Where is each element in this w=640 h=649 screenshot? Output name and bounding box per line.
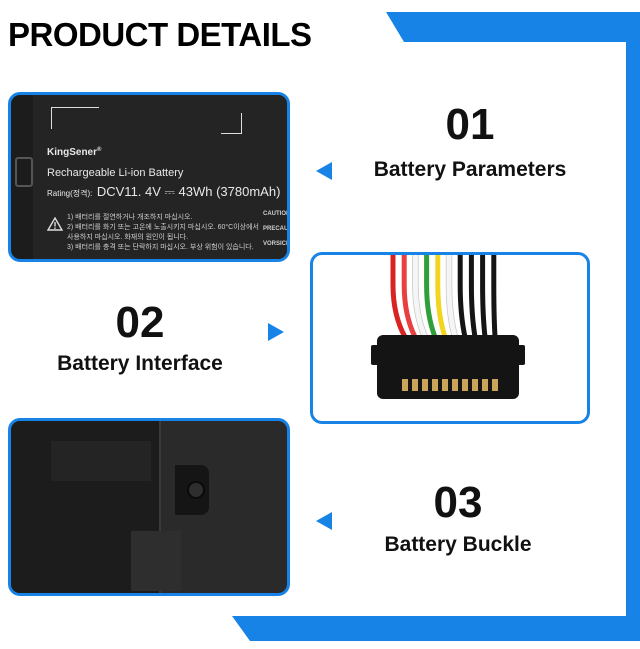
battery-brand: KingSener [47,147,98,158]
connector-wire [435,255,448,338]
section-number-02: 02 [115,298,165,347]
pointer-arrow-left-icon [316,512,332,530]
battery-label-photo: KingSener® Rechargeable Li-ion Battery R… [8,92,290,262]
section-number-01: 01 [445,100,495,149]
rating-value: DCV11. 4V ⎓ 43Wh (3780mAh) [96,184,281,199]
connector-wire [401,255,418,339]
warning-line-3: 사용하지 마십시오. 화재의 원인이 됩니다. [67,234,189,241]
connector-pin [442,379,448,391]
connector-wire [491,255,498,338]
accent-stripe-top [386,12,640,42]
connector-pin [432,379,438,391]
section-label-buckle: Battery Buckle [384,533,532,556]
connector-pin [462,379,468,391]
connector-wire [480,255,488,338]
connector-pin [492,379,498,391]
accent-stripe-right [626,12,640,616]
side-caution-1: CAUTION [263,211,290,217]
battery-product-name: Rechargeable Li-ion Battery [47,167,184,179]
warning-triangle-icon [46,216,64,231]
warning-line-4: 3) 배터리를 충격 또는 단락하지 마십시오. 부상 위험이 있습니다. [67,244,254,251]
rating-prefix: Rating(정격): [47,189,93,198]
registered-mark: ® [97,147,102,153]
connector-wire [468,255,478,338]
battery-buckle-photo [8,418,290,596]
pointer-arrow-right-icon [268,323,284,341]
section-label-interface: Battery Interface [57,352,223,375]
connector-cable-svg [371,255,525,399]
connector-wire [424,255,438,338]
connector-pin [422,379,428,391]
connector-pin [482,379,488,391]
page-title: PRODUCT DETAILS [8,16,312,53]
connector-pin [472,379,478,391]
warning-line-1: 1) 배터리를 절연하거나 개조하지 마십시오. [67,214,193,221]
side-caution-3: VORSICH [263,241,290,247]
section-label-parameters: Battery Parameters [373,158,567,181]
warning-line-2: 2) 배터리를 화기 또는 고온에 노출시키지 마십시오. 60°C이상에서 [67,224,259,231]
section-number-03: 03 [433,478,483,527]
side-caution-2: PRECAUTI [263,226,289,232]
buckle-tab [175,465,209,515]
battery-connector-photo [310,252,590,424]
connector-wire [390,255,408,339]
connector-wire [457,255,468,338]
buckle-screw-hole [187,481,205,499]
accent-stripe-bottom [232,616,640,641]
connector-wire [446,255,458,338]
connector-wire [412,255,428,338]
pointer-arrow-left-icon [316,162,332,180]
connector-pin [412,379,418,391]
connector-pin [402,379,408,391]
connector-pin [452,379,458,391]
